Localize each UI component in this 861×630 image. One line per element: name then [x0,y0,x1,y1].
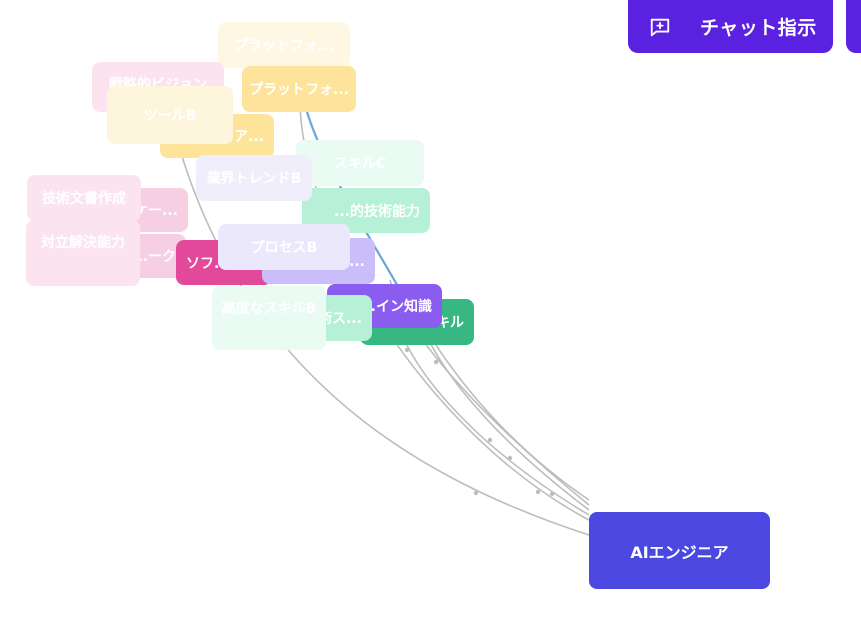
chat-plus-icon [648,15,672,39]
node-conflict[interactable]: 対立解決能力 [26,220,140,286]
chat-instruction-label: チャット指示 [700,17,817,39]
edge-dot [487,437,493,443]
edge-dot [473,490,479,496]
node-label: 高度なスキルB [221,301,317,317]
edge-dot [535,489,541,495]
edge-dot [507,455,513,461]
node-platform[interactable]: プラットフォ... [242,66,356,112]
edge-dot [404,347,410,353]
node-label: プロセスB [250,240,318,256]
chat-instruction-button[interactable]: チャット指示 [628,0,833,53]
node-process-b[interactable]: プロセスB [218,224,350,270]
node-skill-c[interactable]: スキルC [296,140,424,186]
node-advanced-skill-b[interactable]: 高度なスキルB [212,286,326,350]
root-node-ai-engineer[interactable]: AIエンジニア [589,512,770,589]
node-label: ...イン知識 [360,299,432,315]
edge-dot [549,491,555,497]
node-label: ツールB [143,108,197,124]
node-label: 技術文書作成 [42,191,126,207]
toolbar-overflow-button[interactable] [846,0,861,53]
node-label: スキルC [333,156,387,172]
node-tech-doc[interactable]: 技術文書作成 [27,175,141,221]
node-label: 対立解決能力 [41,235,125,251]
node-industry-trend-b[interactable]: 業界トレンドB [196,155,312,201]
node-label: プラットフォ... [249,82,349,98]
edge-dot [433,359,439,365]
node-label: プラットフォ... [234,38,334,54]
node-label: 業界トレンドB [206,171,302,187]
edge-root-software [179,149,590,536]
node-label: ...的技術能力 [334,203,420,220]
node-tool-b[interactable]: ツールB [107,86,233,144]
node-platform-ghost[interactable]: プラットフォ... [218,22,350,68]
node-label: ...ーク [132,249,176,265]
edge-root-skill [399,329,590,516]
